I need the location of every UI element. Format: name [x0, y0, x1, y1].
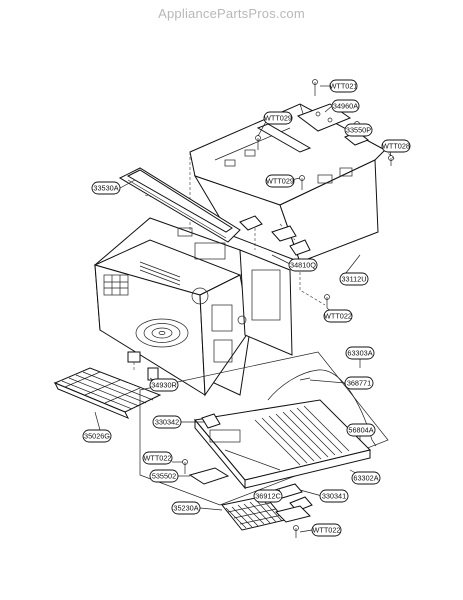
callout-56804a-text: 56804A — [348, 426, 373, 435]
callout-wtt022-bottom: WTT022 — [311, 523, 342, 537]
callout-35230a: 35230A — [171, 501, 201, 515]
callout-535502: 535502 — [149, 469, 179, 483]
callout-35026g-text: 35026G — [84, 432, 110, 441]
callout-63302a: 63302A — [351, 471, 381, 485]
callout-wtt021: WTT021 — [330, 79, 358, 93]
callout-34810q-text: 34810Q — [290, 261, 316, 270]
callout-33112u: 33112U — [339, 272, 369, 286]
callout-33530a: 33530A — [91, 181, 121, 195]
callout-34960a-text: 34960A — [333, 102, 358, 111]
callout-535502-text: 535502 — [152, 472, 176, 481]
callout-368771: 368771 — [344, 376, 374, 390]
callout-33112u-text: 33112U — [341, 275, 366, 284]
callout-56804a: 56804A — [346, 423, 376, 437]
callout-wtt022-cabinet-text: WTT022 — [324, 312, 352, 321]
callout-63303a-text: 63303A — [347, 349, 372, 358]
callout-wtt029-top-text: WTT029 — [264, 114, 292, 123]
callout-63302a-text: 63302A — [353, 474, 378, 483]
callout-35230a-text: 35230A — [173, 504, 198, 513]
base-plate-drawing — [194, 399, 371, 490]
callout-wtt029-top: WTT029 — [263, 111, 293, 125]
callout-33550p-text: 33550P — [346, 126, 371, 135]
callout-wtt028: WTT028 — [381, 139, 411, 153]
watermark: AppliancePartsPros.com — [158, 6, 305, 21]
callout-36912c-text: 36912C — [255, 492, 281, 501]
callout-wtt022-cabinet: WTT022 — [323, 309, 353, 323]
callout-330342: 330342 — [152, 415, 182, 429]
callout-33530a-text: 33530A — [93, 184, 118, 193]
callout-330341: 330341 — [319, 489, 349, 503]
callout-wtt029-mid-text: WTT029 — [266, 177, 294, 186]
wire-harness-drawing — [267, 369, 377, 447]
callout-34810q: 34810Q — [288, 258, 318, 272]
oven-cavity-drawing — [93, 217, 293, 397]
control-panel-drawing — [118, 167, 241, 243]
callout-wtt022-bottom-text: WTT022 — [313, 526, 341, 535]
filter-drawing — [221, 495, 286, 531]
callout-wtt021-text: WTT021 — [330, 82, 358, 91]
callout-368771-text: 368771 — [347, 379, 371, 388]
callout-wtt022-left: WTT022 — [142, 451, 173, 465]
clip-drawing — [239, 215, 311, 256]
callout-wtt028-text: WTT028 — [382, 142, 410, 151]
callout-34930r-text: 34930R — [151, 381, 177, 390]
callout-330341-text: 330341 — [322, 492, 346, 501]
callout-33550p: 33550P — [344, 123, 373, 137]
callout-wtt029-mid: WTT029 — [265, 174, 295, 188]
callout-35026g: 35026G — [82, 429, 112, 443]
wire-rack-drawing — [53, 367, 162, 419]
callout-36912c: 36912C — [253, 489, 283, 503]
filter-cover-drawing — [275, 505, 311, 523]
callout-34930r: 34930R — [149, 378, 179, 392]
callout-wtt022-left-text: WTT022 — [144, 454, 172, 463]
callout-63303a: 63303A — [345, 346, 375, 360]
callout-330342-text: 330342 — [155, 418, 179, 427]
callout-34960a: 34960A — [331, 99, 360, 113]
screw-icons — [182, 79, 394, 538]
